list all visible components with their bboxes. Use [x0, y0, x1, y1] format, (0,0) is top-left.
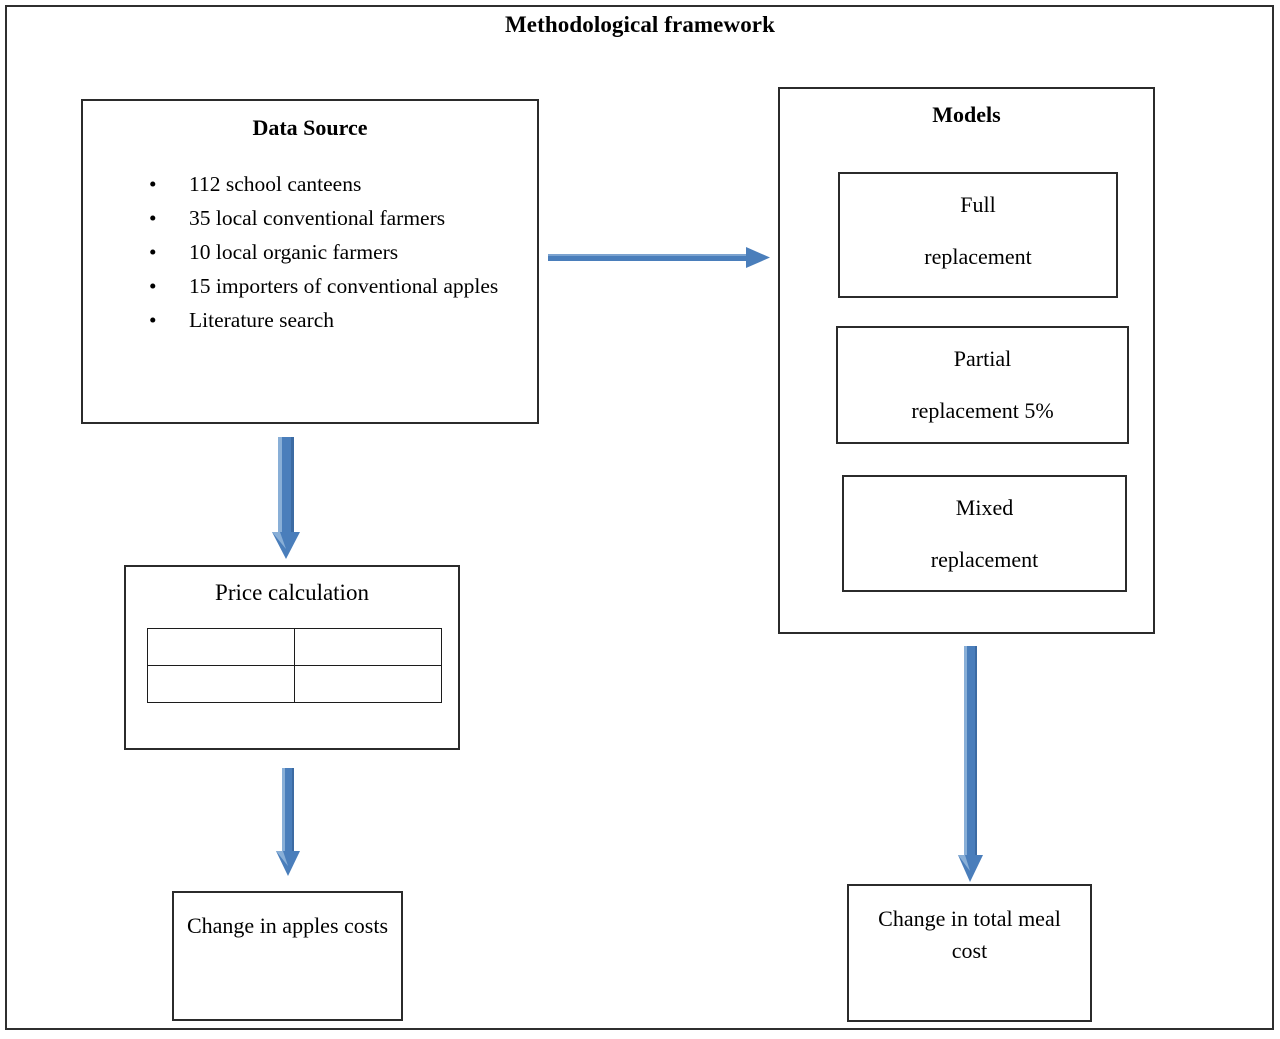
price-calculation-box: Price calculation [124, 565, 460, 750]
data-source-heading: Data Source [252, 115, 368, 140]
bullet-icon: • [149, 172, 157, 196]
bullet-icon: • [149, 206, 157, 230]
model-label-line2: replacement [930, 547, 1039, 572]
model-label-line1: Partial [953, 346, 1012, 371]
table-cell [147, 665, 295, 703]
list-item-label: 10 local organic farmers [189, 240, 399, 264]
table-cell [147, 628, 295, 666]
data-source-box: Data Source • 112 school canteens • 35 l… [81, 99, 539, 424]
data-source-list: • 112 school canteens • 35 local convent… [83, 167, 537, 337]
change-in-total-meal-cost-box: Change in total meal cost [847, 884, 1092, 1022]
bullet-icon: • [149, 308, 157, 332]
arrow-right-data-source-to-models-icon [548, 244, 772, 272]
models-heading: Models [932, 102, 1001, 127]
price-calculation-table [147, 628, 442, 703]
model-label-line1: Full [960, 192, 996, 217]
figure-outer-frame [5, 5, 1274, 1030]
table-cell [294, 628, 442, 666]
models-box: Models Full replacement Partial replacem… [778, 87, 1155, 634]
price-calculation-title: Price calculation [215, 580, 369, 605]
model-box-full-replacement: Full replacement [838, 172, 1118, 298]
list-item: • 112 school canteens [143, 167, 537, 201]
bullet-icon: • [149, 274, 157, 298]
arrow-down-price-calculation-to-apples-costs-icon [272, 768, 304, 878]
change-in-total-meal-cost-label: Change in total meal cost [878, 906, 1061, 963]
list-item: • 15 importers of conventional apples [143, 269, 537, 303]
table-row [147, 665, 442, 703]
list-item-label: 35 local conventional farmers [189, 206, 446, 230]
arrow-down-data-source-to-price-calculation-icon [268, 437, 304, 561]
model-label-line1: Mixed [955, 495, 1014, 520]
figure-title: Methodological framework [504, 12, 776, 37]
change-in-apples-costs-box: Change in apples costs [172, 891, 403, 1021]
list-item-label: 15 importers of conventional apples [189, 274, 499, 298]
list-item-label: Literature search [189, 308, 335, 332]
list-item: • 10 local organic farmers [143, 235, 537, 269]
list-item-label: 112 school canteens [189, 172, 362, 196]
bullet-icon: • [149, 240, 157, 264]
model-label-line2: replacement 5% [911, 398, 1054, 423]
list-item: • Literature search [143, 303, 537, 337]
table-cell [294, 665, 442, 703]
model-label-line2: replacement [924, 244, 1032, 269]
change-in-apples-costs-label: Change in apples costs [186, 913, 389, 938]
model-box-mixed-replacement: Mixed replacement [842, 475, 1127, 592]
list-item: • 35 local conventional farmers [143, 201, 537, 235]
table-row [147, 628, 442, 666]
arrow-down-models-to-total-meal-cost-icon [954, 646, 986, 884]
model-box-partial-replacement: Partial replacement 5% [836, 326, 1129, 444]
